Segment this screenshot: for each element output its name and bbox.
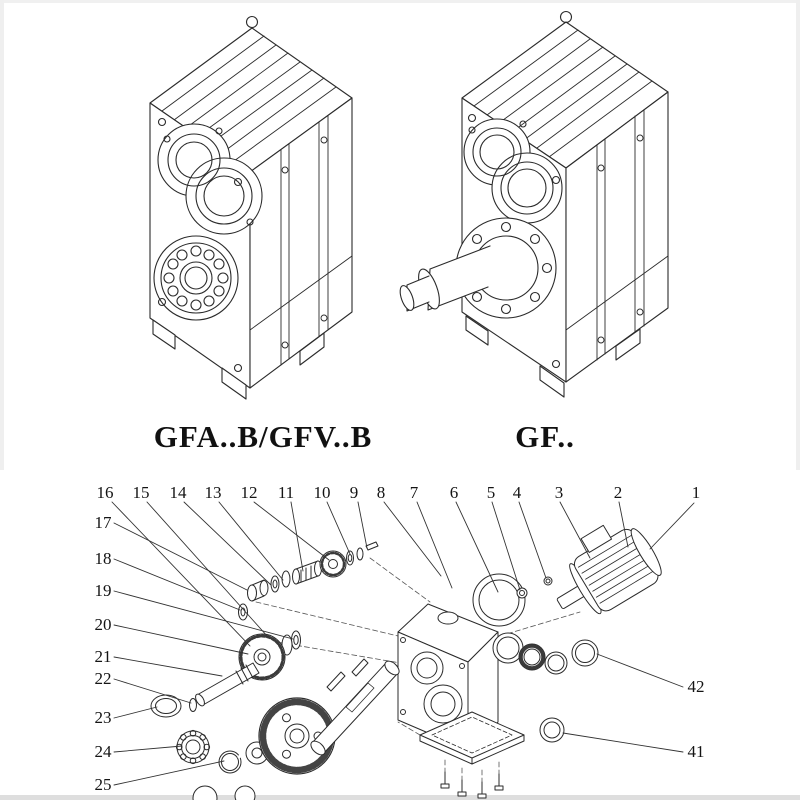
callout-5: 5 [487,483,496,502]
washer-13 [281,570,291,588]
lifting-eye-right [559,10,573,24]
callout-2: 2 [614,483,623,502]
bearing-bosses-left [157,123,263,235]
intermediate-shaft-parts [247,541,379,602]
bearing-bosses-right [463,118,563,224]
callout-9: 9 [350,483,359,502]
seal-rings-mid [472,573,599,743]
callout-1: 1 [692,483,701,502]
motor [556,524,662,615]
snap-ring-25 [218,750,244,774]
output-shaft-right-drawing [399,245,491,312]
callout-18: 18 [95,549,112,568]
callout-24: 24 [95,742,113,761]
callout-11: 11 [278,483,294,502]
callout-17: 17 [95,513,113,532]
callout-41: 41 [688,742,705,761]
mounting-feet-right [465,315,641,398]
partial-part-bottom-a [192,785,218,800]
ball-bearing-24 [175,729,211,765]
callout-15: 15 [133,483,150,502]
leader-lines [111,501,695,786]
flange-bolts [440,771,504,799]
output-shaft-exploded [310,658,400,756]
gearbox-drawing-right [399,10,669,398]
second-stage-gear-set [189,603,301,712]
callout-20: 20 [95,615,112,634]
callout-numbers: 16 15 14 13 12 11 10 9 8 7 6 5 4 3 2 1 1… [95,483,705,794]
washer-14 [270,575,280,593]
callout-10: 10 [314,483,331,502]
keyway [345,682,375,713]
callout-6: 6 [450,483,459,502]
gasket-plate [419,711,525,765]
cooling-ribs-left [161,35,337,162]
front-face-bolts-right [467,113,561,369]
motor-end-bell [630,528,662,576]
callout-25: 25 [95,775,112,794]
callout-21: 21 [95,647,112,666]
motor-terminal-box [580,524,613,553]
callout-23: 23 [95,708,112,727]
side-straps-left [249,115,353,366]
lifting-eye-left [245,15,259,29]
callout-42: 42 [688,677,705,696]
spacer-10 [356,547,364,561]
spacer-pin [516,587,528,599]
large-oil-seal [472,573,526,627]
callout-13: 13 [205,483,222,502]
small-pin [543,576,553,586]
callout-16: 16 [97,483,114,502]
key-a [326,671,346,692]
callout-19: 19 [95,581,112,600]
cooling-ribs-right [473,29,653,158]
bearing-ring-dark [518,643,546,671]
main-helical-gear [258,697,336,775]
key-9 [365,541,379,551]
callout-8: 8 [377,483,386,502]
washer-19 [291,630,301,650]
callout-14: 14 [170,483,188,502]
sleeve-17 [247,584,257,602]
motor-fins [577,534,654,604]
gear-12 [319,550,347,578]
hollow-shaft-bearing [153,235,239,321]
washer-22 [189,698,197,712]
callout-4: 4 [513,483,522,502]
model-label-left: GFA..B/GFV..B [154,419,373,454]
front-face-bolts-left [157,117,243,373]
callout-12: 12 [241,483,258,502]
callout-7: 7 [410,483,419,502]
side-straps-right [565,109,669,361]
key-b [351,658,369,677]
washer-10 [346,550,354,566]
partial-part-bottom-b [234,785,256,800]
pinion-shaft-11 [292,560,322,585]
callout-22: 22 [95,669,112,688]
washer-18 [238,603,248,621]
input-pinion-shaft-21 [195,662,260,707]
mounting-feet-left [152,319,325,400]
callout-3: 3 [555,483,564,502]
gearbox-drawing-left [149,15,353,400]
exploded-view: 16 15 14 13 12 11 10 9 8 7 6 5 4 3 2 1 1… [95,483,705,800]
model-label-right: GF.. [515,419,575,454]
